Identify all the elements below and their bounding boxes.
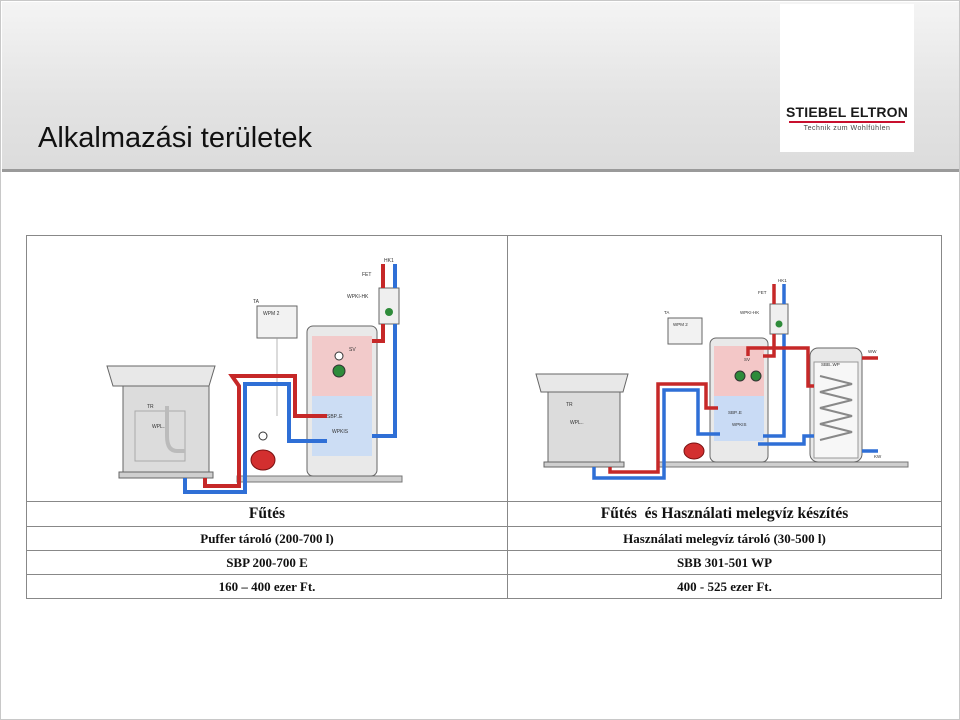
svg-text:SBP..E: SBP..E — [728, 410, 742, 415]
expansion-vessel — [683, 442, 705, 460]
wpki-hk-module: WPKI-HK FET HK1 — [740, 278, 789, 335]
floor-base — [657, 461, 909, 468]
label-tr: TR — [147, 404, 154, 410]
svg-text:SV: SV — [744, 357, 750, 362]
svg-text:WPM 2: WPM 2 — [673, 322, 688, 327]
svg-text:WPM 2: WPM 2 — [263, 311, 280, 317]
svg-text:TA: TA — [253, 299, 260, 305]
table-row: Használati melegvíz tároló (30-500 l) — [508, 526, 941, 551]
svg-text:WPKI-HK: WPKI-HK — [347, 294, 369, 300]
pipework — [592, 284, 878, 480]
svg-text:SBP..E: SBP..E — [327, 414, 343, 420]
logo-brand: STIEBEL ELTRON — [786, 104, 909, 120]
heat-pump-unit: WPL.. TR — [535, 373, 629, 468]
buffer-tank: SBP..E WPKIS SV — [306, 325, 378, 477]
table-heading: Fűtés és Használati melegvíz készítés — [508, 501, 941, 527]
heat-pump-unit: WPL.. TR — [106, 365, 216, 479]
table-row: Puffer tároló (200-700 l) — [27, 526, 507, 551]
table-row: 160 – 400 ezer Ft. — [27, 574, 507, 598]
svg-text:KW: KW — [874, 454, 882, 459]
svg-text:FET: FET — [758, 290, 767, 295]
buffer-tank: SBP..E WPKIS SV — [709, 337, 769, 463]
svg-text:WPKI-HK: WPKI-HK — [740, 310, 759, 315]
table-row: SBP 200-700 E — [27, 550, 507, 575]
table-heading: Fűtés — [27, 501, 507, 527]
label-wpl: WPL.. — [152, 424, 166, 430]
svg-text:WW: WW — [868, 349, 877, 354]
table-row: 400 - 525 ezer Ft. — [508, 574, 941, 598]
page-title: Alkalmazási területek — [38, 122, 312, 154]
application-panel: WPL.. TR WPM 2 TA SBP..E WPKIS SV — [26, 235, 942, 599]
svg-text:FET: FET — [362, 272, 371, 278]
slide-header: Alkalmazási területek STIEBEL ELTRON Tec… — [2, 2, 959, 172]
svg-text:SBB..WP: SBB..WP — [821, 362, 840, 367]
svg-text:WPL..: WPL.. — [570, 420, 584, 426]
spec-table-heating-dhw: Fűtés és Használati melegvíz készítés Ha… — [508, 501, 941, 598]
panel-divider — [507, 236, 508, 598]
controller-wpm: WPM 2 TA — [664, 310, 703, 345]
heating-diagram: WPL.. TR WPM 2 TA SBP..E WPKIS SV — [106, 258, 403, 494]
logo-tagline: Technik zum Wohlfühlen — [803, 125, 891, 132]
svg-text:WPKIS: WPKIS — [332, 429, 349, 435]
dhw-tank: SBB..WP WW KW — [809, 347, 882, 463]
svg-text:TR: TR — [566, 402, 573, 408]
brand-logo: STIEBEL ELTRON Technik zum Wohlfühlen — [780, 4, 914, 152]
table-row: SBB 301-501 WP — [508, 550, 941, 575]
svg-text:HK1: HK1 — [778, 278, 787, 283]
logo-accent-bar — [789, 121, 905, 123]
pipework — [183, 264, 397, 494]
svg-text:WPKIS: WPKIS — [732, 422, 747, 427]
floor-base — [236, 475, 403, 483]
wpki-hk-module: WPKI-HK FET HK1 — [347, 258, 400, 325]
heating-and-dhw-diagram: WPL.. TR WPM 2 TA SBP..E WPKIS SV — [535, 278, 909, 480]
spec-table-heating: Fűtés Puffer tároló (200-700 l) SBP 200-… — [27, 501, 507, 598]
svg-text:TA: TA — [664, 310, 669, 315]
svg-text:HK1: HK1 — [384, 258, 394, 264]
expansion-vessel — [250, 431, 276, 471]
svg-text:SV: SV — [349, 347, 356, 353]
